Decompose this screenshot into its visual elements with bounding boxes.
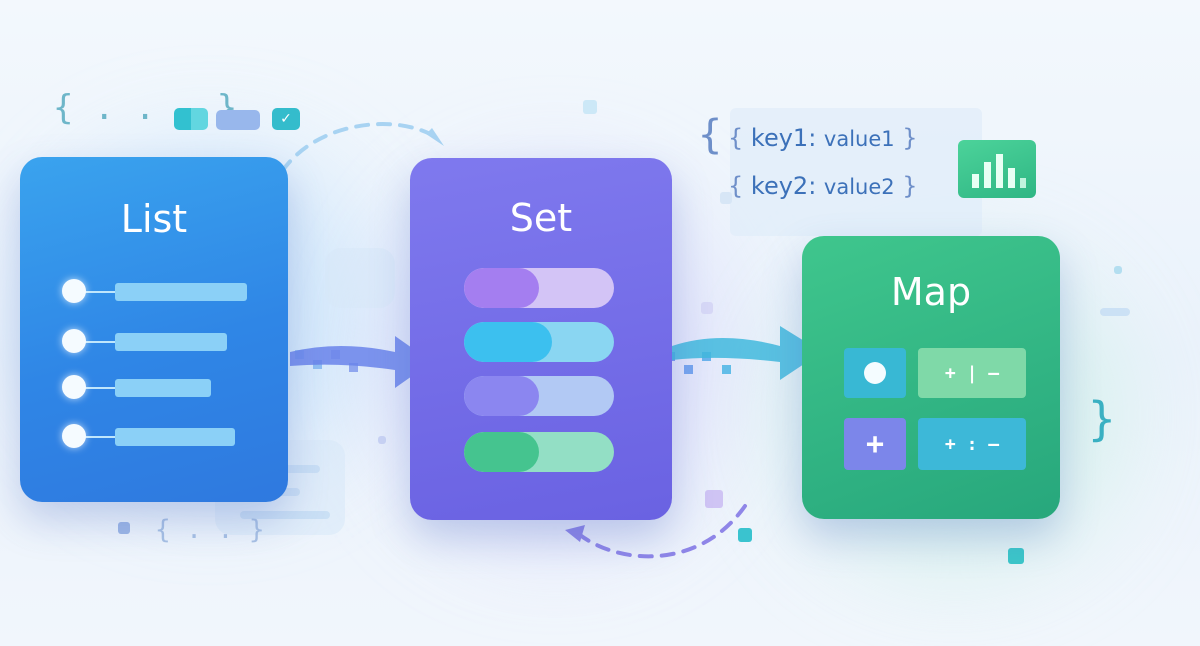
dashed-curved-arrow-icon bbox=[270, 122, 442, 192]
set-card[interactable]: Set bbox=[410, 158, 672, 520]
bullet-icon bbox=[62, 279, 86, 303]
decor-square bbox=[1114, 266, 1122, 274]
bullet-icon bbox=[62, 424, 86, 448]
dashed-curved-arrow-icon bbox=[578, 504, 747, 559]
key-label: key1: bbox=[750, 124, 817, 152]
bar-chart-icon bbox=[958, 140, 1036, 198]
list-card[interactable]: List bbox=[20, 157, 288, 502]
decor-square bbox=[1008, 548, 1024, 564]
plus-icon: + bbox=[865, 426, 885, 462]
close-brace: } bbox=[1088, 392, 1116, 446]
key-value-row: { key2: value2 } bbox=[728, 172, 918, 200]
map-key-cell bbox=[844, 348, 906, 398]
list-item-bar bbox=[115, 283, 247, 301]
check-icon: ✓ bbox=[272, 108, 300, 130]
value-label: value2 bbox=[823, 175, 895, 199]
bullet-icon bbox=[62, 375, 86, 399]
map-value-cell: + : — bbox=[918, 418, 1026, 470]
map-key-cell: + bbox=[844, 418, 906, 470]
decor-square bbox=[701, 302, 713, 314]
list-item-bar bbox=[115, 428, 235, 446]
set-title: Set bbox=[509, 196, 573, 240]
list-item-bar bbox=[115, 379, 211, 397]
decor-square bbox=[738, 528, 752, 542]
decor-square bbox=[118, 522, 130, 534]
set-item bbox=[464, 376, 614, 416]
ghost-line bbox=[240, 511, 330, 519]
key-value-row: { key1: value1 } bbox=[728, 124, 918, 152]
map-title: Map bbox=[890, 270, 972, 314]
bullet-icon bbox=[62, 329, 86, 353]
set-item bbox=[464, 322, 614, 362]
set-item bbox=[464, 268, 614, 308]
decor-square bbox=[720, 192, 732, 204]
braces-decoration: { . . . } bbox=[53, 88, 238, 128]
curved-arrow-head bbox=[565, 525, 585, 542]
toggle-chip bbox=[174, 108, 208, 130]
progress-chip bbox=[216, 110, 260, 130]
decor-square bbox=[705, 490, 723, 508]
list-item-bar bbox=[115, 333, 227, 351]
decor-square bbox=[378, 436, 386, 444]
map-value-cell: + | — bbox=[918, 348, 1026, 398]
curved-arrow-head bbox=[426, 128, 444, 146]
list-title: List bbox=[120, 197, 188, 241]
map-card[interactable]: Map + | — + + : — bbox=[802, 236, 1060, 519]
value-label: value1 bbox=[823, 127, 895, 151]
key-label: key2: bbox=[750, 172, 817, 200]
set-item bbox=[464, 432, 614, 472]
ghost-panel-top bbox=[325, 248, 395, 308]
braces-decoration: { . . } bbox=[155, 515, 265, 545]
circle-icon bbox=[864, 362, 886, 384]
decor-square bbox=[583, 100, 597, 114]
open-brace: { bbox=[698, 112, 723, 158]
ghost-line bbox=[1100, 308, 1130, 316]
key-value-panel bbox=[730, 108, 982, 236]
arrow-right-icon bbox=[672, 326, 822, 380]
arrow-right-icon bbox=[290, 336, 432, 388]
